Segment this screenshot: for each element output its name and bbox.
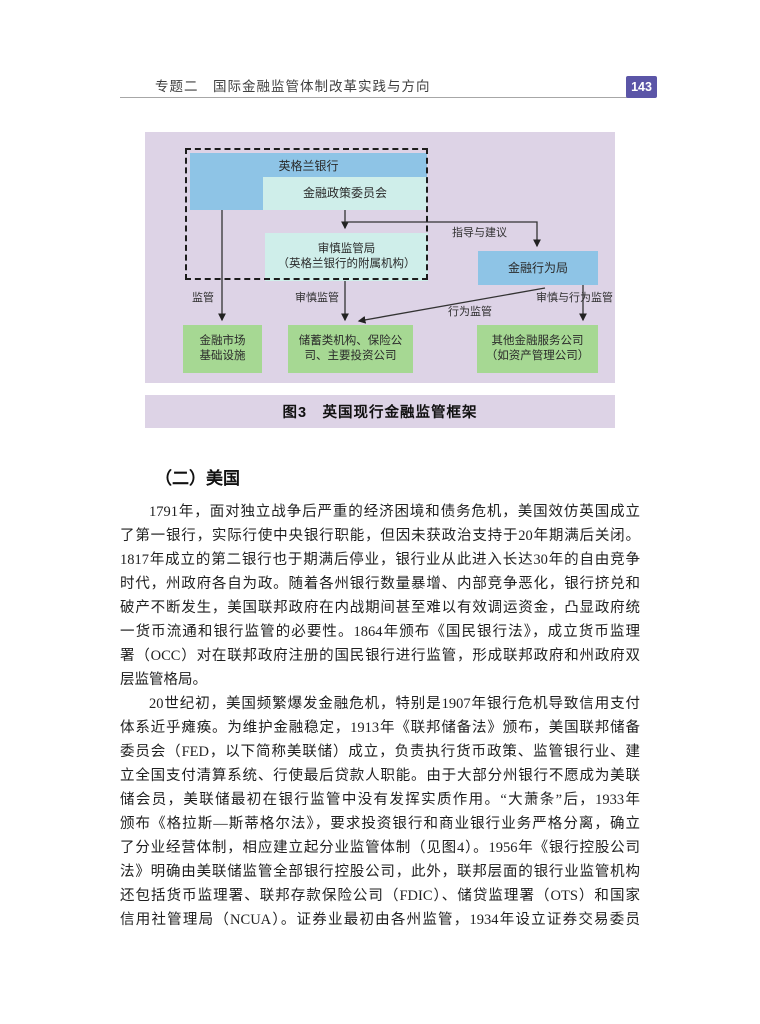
section-heading: （二）美国 [155, 469, 240, 488]
text-line: 1791年，面对独立战争后严重的经济困境和债务危机，美国效仿英国成立 [149, 504, 640, 520]
text-line: 委员会（FED，以下简称美联储）成立，负责执行货币政策、监管银行业、建 [120, 744, 640, 760]
text-line: 1817年成立的第二银行也于期满后停业，银行业从此进入长达30年的自由竞争 [120, 552, 640, 568]
node-label: （英格兰银行的附属机构） [277, 258, 416, 270]
text-line: 法》明确由美联储监管全部银行控股公司，此外，联邦层面的银行业监管机构 [120, 864, 640, 880]
paragraph: 20世纪初，美国频繁爆发金融危机，特别是1907年银行危机导致信用支付体系近乎瘫… [120, 692, 640, 932]
text-line: 层监管格局。 [120, 672, 207, 688]
text-line: 破产不断发生，美国联邦政府在内战期间甚至难以有效调运资金，凸显政府统 [120, 600, 640, 616]
text-line: 一货币流通和银行监管的必要性。1864年颁布《国民银行法》，成立货币监理 [120, 624, 640, 640]
figure-caption: 图3 英国现行金融监管框架 [145, 395, 615, 428]
page-number-badge: 143 [626, 76, 657, 98]
node-financial-policy-committee: 金融政策委员会 [263, 177, 427, 210]
node-label: （如资产管理公司） [485, 350, 590, 362]
node-label: 储蓄类机构、保险公 [298, 335, 403, 347]
text-line: 了第一银行，实际行使中央银行职能，但因未获政治支持于20年期满后关闭。 [120, 528, 640, 544]
node-label: 其他金融服务公司 [491, 335, 584, 347]
text-line: 体系近乎瘫痪。为维护金融稳定，1913年《联邦储备法》颁布，美国联邦储备 [120, 720, 640, 736]
node-label: 英格兰银行 [278, 159, 339, 173]
node-label: 金融政策委员会 [302, 186, 387, 200]
node-label: 司、主要投资公司 [304, 350, 397, 362]
text-line: 20世纪初，美国频繁爆发金融危机，特别是1907年银行危机导致信用支付 [149, 696, 640, 712]
node-other-financial-companies: 其他金融服务公司 （如资产管理公司） [477, 325, 598, 373]
paragraph: 1791年，面对独立战争后严重的经济困境和债务危机，美国效仿英国成立了第一银行，… [120, 500, 640, 692]
text-line: 信用社管理局（NCUA）。证券业最初由各州监管，1934年设立证券交易委员 [120, 912, 640, 928]
text-line: 署（OCC）对在联邦政府注册的国民银行进行监管，形成联邦政府和州政府双 [120, 648, 640, 664]
node-label: 审慎监管局 [317, 243, 376, 255]
node-label: 金融行为局 [507, 260, 568, 275]
node-deposit-institutions: 储蓄类机构、保险公 司、主要投资公司 [288, 325, 413, 373]
edge-label-prudential: 审慎监管 [295, 292, 339, 304]
figure-diagram: 英格兰银行 金融政策委员会 审慎监管局 （英格兰银行的附属机构） 金融行为局 金… [145, 132, 615, 383]
edge-label-supervision: 监管 [192, 292, 214, 304]
running-header-title: 专题二 国际金融监管体制改革实践与方向 [155, 79, 431, 94]
text-line: 颁布《格拉斯—斯蒂格尔法》，要求投资银行和商业银行业务严格分离，确立 [120, 816, 640, 832]
edge-label-guidance: 指导与建议 [452, 227, 507, 239]
article-paragraphs: 1791年，面对独立战争后严重的经济困境和债务危机，美国效仿英国成立了第一银行，… [120, 500, 640, 932]
edge-label-prudential-and-conduct: 审慎与行为监管 [536, 292, 613, 304]
text-line: 还包括货币监理署、联邦存款保险公司（FDIC）、储贷监理署（OTS）和国家 [120, 888, 640, 904]
node-financial-conduct-authority: 金融行为局 [478, 251, 598, 285]
text-line: 时代，州政府各自为政。随着各州银行数量暴增、内部竞争恶化，银行挤兑和 [120, 576, 640, 592]
text-line: 储会员，美联储最初在银行监管中没有发挥实质作用。“大萧条”后，1933年 [120, 792, 640, 808]
edge-label-conduct: 行为监管 [448, 306, 492, 318]
node-label: 金融市场 [199, 335, 246, 347]
text-line: 立全国支付清算系统、行使最后贷款人职能。由于大部分州银行不愿成为美联 [120, 768, 640, 784]
header-rule [120, 97, 640, 98]
text-line: 了分业经营体制，相应建立起分业监管体制（见图4）。1956年《银行控股公司 [120, 840, 640, 856]
node-prudential-regulation-authority: 审慎监管局 （英格兰银行的附属机构） [265, 233, 428, 281]
node-label: 基础设施 [199, 350, 246, 362]
node-financial-market-infrastructure: 金融市场 基础设施 [183, 325, 262, 373]
